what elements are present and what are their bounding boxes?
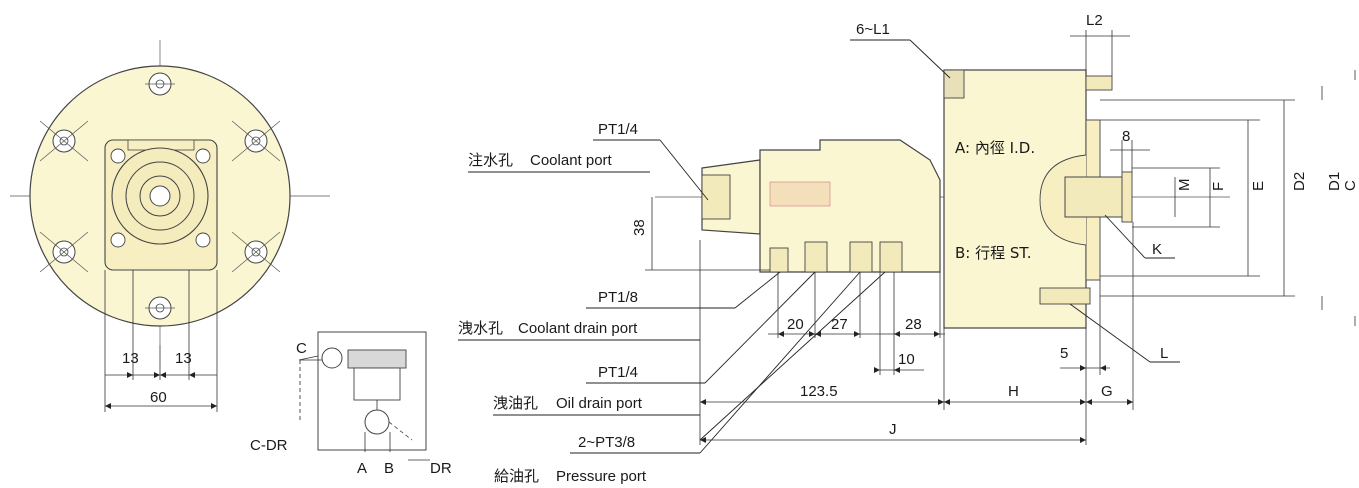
callout-oil-drain-cn: 洩油孔: [493, 394, 538, 412]
callout-coolant-drain-cn: 洩水孔: [458, 319, 503, 337]
dim-38: 38: [631, 219, 648, 236]
callout-pt14-top: PT1/4: [598, 121, 638, 138]
port-label-c: C: [296, 340, 307, 357]
callout-l2: L2: [1086, 12, 1103, 29]
side-label-st: B: 行程 ST.: [955, 244, 1032, 262]
side-port-1: [769, 247, 789, 273]
dim-g: G: [1101, 383, 1113, 400]
callout-coolant-drain: Coolant drain port: [518, 320, 638, 337]
front-dim-60: 60: [150, 389, 167, 406]
front-hub-mid: [125, 161, 195, 231]
dim-d1: D1: [1326, 172, 1343, 191]
port-label-dr: DR: [430, 460, 452, 477]
dim-5: 5: [1060, 345, 1068, 362]
front-hub-inner: [139, 175, 181, 217]
dim-123-5: 123.5: [800, 383, 838, 400]
callout-l1: 6~L1: [856, 21, 890, 38]
dim-f: F: [1210, 182, 1227, 191]
port-label-b: B: [384, 460, 394, 477]
dim-h: H: [1008, 383, 1019, 400]
side-port-2: [804, 241, 828, 273]
callout-coolant-cn: 注水孔: [468, 151, 513, 169]
dim-c: C: [1342, 180, 1359, 191]
side-port-4: [879, 241, 903, 273]
side-view: A: 內徑 I.D. B: 行程 ST. PT1/4 注水孔 Coolant p…: [458, 12, 1359, 485]
port-label-c-dr: C-DR: [250, 437, 288, 454]
side-bolt-top: [943, 69, 965, 99]
callout-pt38: 2~PT3/8: [578, 434, 635, 451]
callout-pt18: PT1/8: [598, 289, 638, 306]
dim-j: J: [889, 421, 897, 438]
side-pin-bottom: [1039, 287, 1091, 305]
front-screw-bl: [110, 232, 126, 248]
port-lower-circle: [364, 409, 390, 435]
side-nose-port: [701, 174, 731, 220]
side-pin-top: [1085, 75, 1113, 91]
front-dim-arrows: [105, 372, 217, 409]
front-view: 13 13 60: [10, 40, 330, 412]
dim-28: 28: [905, 316, 922, 333]
callout-pt14-mid: PT1/4: [598, 364, 638, 381]
front-screw-tl: [110, 148, 126, 164]
port-top-fitting: [347, 349, 407, 369]
callout-coolant: Coolant port: [530, 152, 613, 169]
dim-10: 10: [898, 351, 915, 368]
dim-d2: D2: [1291, 172, 1308, 191]
port-label-a: A: [357, 460, 367, 477]
side-dim-arrows: [700, 331, 1133, 443]
callout-pressure: Pressure port: [556, 468, 647, 485]
callout-l: L: [1160, 345, 1168, 362]
front-dim-13-left: 13: [122, 350, 139, 367]
front-screw-br: [195, 232, 211, 248]
dim-m: M: [1176, 179, 1193, 192]
dim-27: 27: [831, 316, 848, 333]
dim-e: E: [1250, 181, 1267, 191]
callout-k: K: [1152, 241, 1162, 258]
side-rod-end: [1121, 171, 1133, 223]
port-valve-body: [353, 367, 401, 401]
callout-pressure-cn: 給油孔: [494, 467, 539, 485]
port-diagram: C C-DR A B DR: [250, 331, 452, 477]
front-bore: [149, 185, 171, 207]
front-dim-13-right: 13: [175, 350, 192, 367]
side-port-3: [849, 241, 873, 273]
side-label-id: A: 內徑 I.D.: [955, 139, 1035, 157]
dim-20: 20: [787, 316, 804, 333]
dim-8: 8: [1122, 128, 1130, 145]
front-screw-tr: [195, 148, 211, 164]
side-nameplate: [769, 181, 831, 207]
side-piston-rod: [1064, 176, 1128, 218]
callout-oil-drain: Oil drain port: [556, 395, 643, 412]
port-c-circle: [321, 347, 343, 369]
